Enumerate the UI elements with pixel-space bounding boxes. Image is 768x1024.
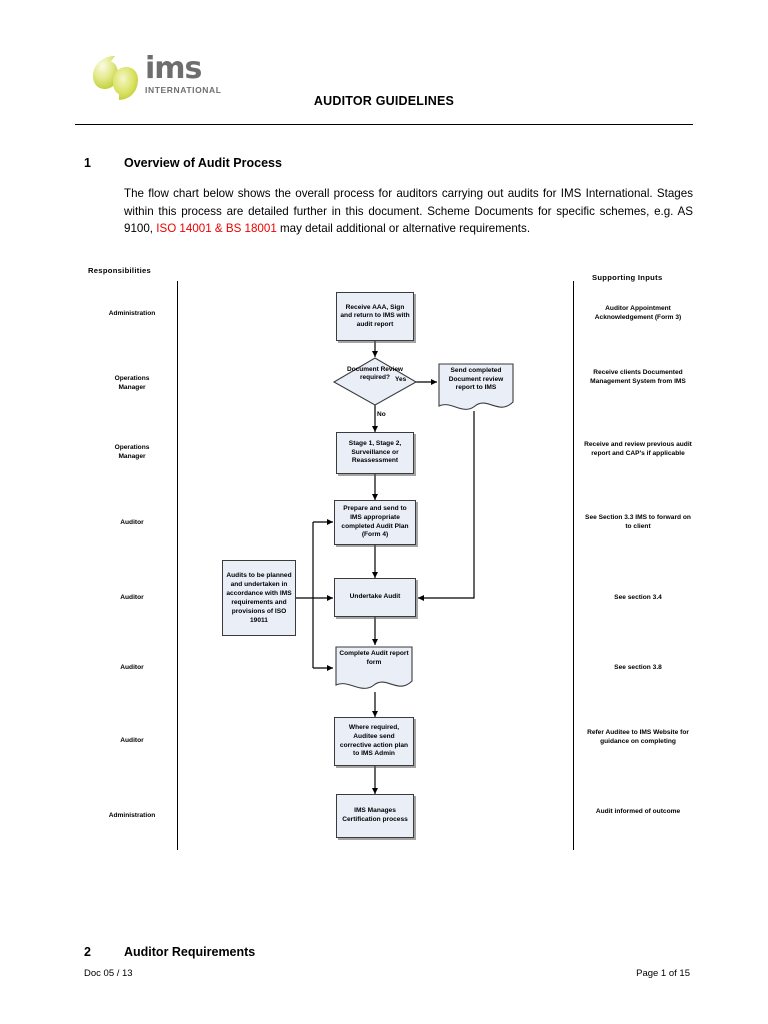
node-prepare-audit-plan[interactable]: Prepare and send to IMS appropriate comp… [334,500,416,545]
column-header-responsibilities: Responsibilities [88,266,152,275]
lane-label-auditor-3: Auditor [120,664,144,671]
lane-divider-right [573,281,574,850]
node-send-completed-doc-review[interactable]: Send completed Document review report to… [437,362,515,414]
node-complete-audit-report[interactable]: Complete Audit report form [334,645,414,693]
ims-leaf-icon [93,56,138,100]
node-undertake-audit[interactable]: Undertake Audit [334,578,416,617]
decision-label: Document Review required? [347,366,403,382]
paragraph-text-part2: may detail additional or alternative req… [276,222,531,235]
lane-label-auditor-1: Auditor [120,519,144,526]
supporting-input-4: See Section 3.3 IMS to forward on to cli… [585,514,691,530]
section-2-number: 2 [84,945,91,959]
column-header-supporting-inputs: Supporting Inputs [592,273,663,282]
edge-label-no: No [377,411,386,418]
supporting-input-7: Refer Auditee to IMS Website for guidanc… [587,729,689,745]
document-shape [335,646,413,689]
supporting-input-6: See section 3.8 [614,664,662,671]
ims-wordmark: ims INTERNATIONAL [145,51,241,96]
node-corrective-action-plan[interactable]: Where required, Auditee send corrective … [334,717,414,766]
footer-doc-ref: Doc 05 / 13 [84,968,133,979]
edge-label-yes: Yes [395,376,407,383]
ims-logo-name: ims [145,51,202,86]
supporting-input-1: Auditor Appointment Acknowledgement (For… [594,305,682,321]
footer-page-number: Page 1 of 15 [636,968,690,979]
lane-divider-left [177,281,178,850]
section-1-number: 1 [84,156,91,170]
diamond-shape [332,357,418,406]
node-label: Send completed Document review report to… [448,367,504,392]
paragraph-highlight-standards: ISO 14001 & BS 18001 [156,222,277,235]
lane-label-administration-1: Administration [108,310,156,317]
supporting-input-5: See section 3.4 [614,594,662,601]
lane-label-auditor-2: Auditor [120,594,144,601]
header-divider [75,124,693,125]
section-1-title: Overview of Audit Process [124,156,282,170]
lane-label-administration-2: Administration [108,812,156,819]
node-receive-aaa[interactable]: Receive AAA, Sign and return to IMS with… [336,292,414,341]
page-header: ims INTERNATIONAL AUDITOR GUIDELINES [75,42,693,126]
document-shape [438,363,514,410]
supporting-input-8: Audit informed of outcome [595,808,681,815]
node-side-note-iso-19011[interactable]: Audits to be planned and undertaken in a… [222,560,296,636]
section-2-title: Auditor Requirements [124,945,256,959]
paragraph-text-part1: The flow chart below shows the overall p… [124,187,693,235]
supporting-input-3: Receive and review previous audit report… [584,441,692,457]
ims-logo-tagline: INTERNATIONAL [145,85,222,95]
node-label: Complete Audit report form [339,650,409,666]
node-ims-manages-certification[interactable]: IMS Manages Certification process [336,794,414,838]
document-title: AUDITOR GUIDELINES [313,94,455,108]
node-stage-1-2[interactable]: Stage 1, Stage 2, Surveillance or Reasse… [336,432,414,474]
lane-label-auditor-4: Auditor [120,737,144,744]
node-document-review-decision[interactable]: Document Review required? [332,357,418,407]
section-1-paragraph: The flow chart below shows the overall p… [124,185,693,238]
supporting-input-2: Receive clients Documented Management Sy… [590,369,686,385]
ims-logo: ims INTERNATIONAL [89,46,239,116]
